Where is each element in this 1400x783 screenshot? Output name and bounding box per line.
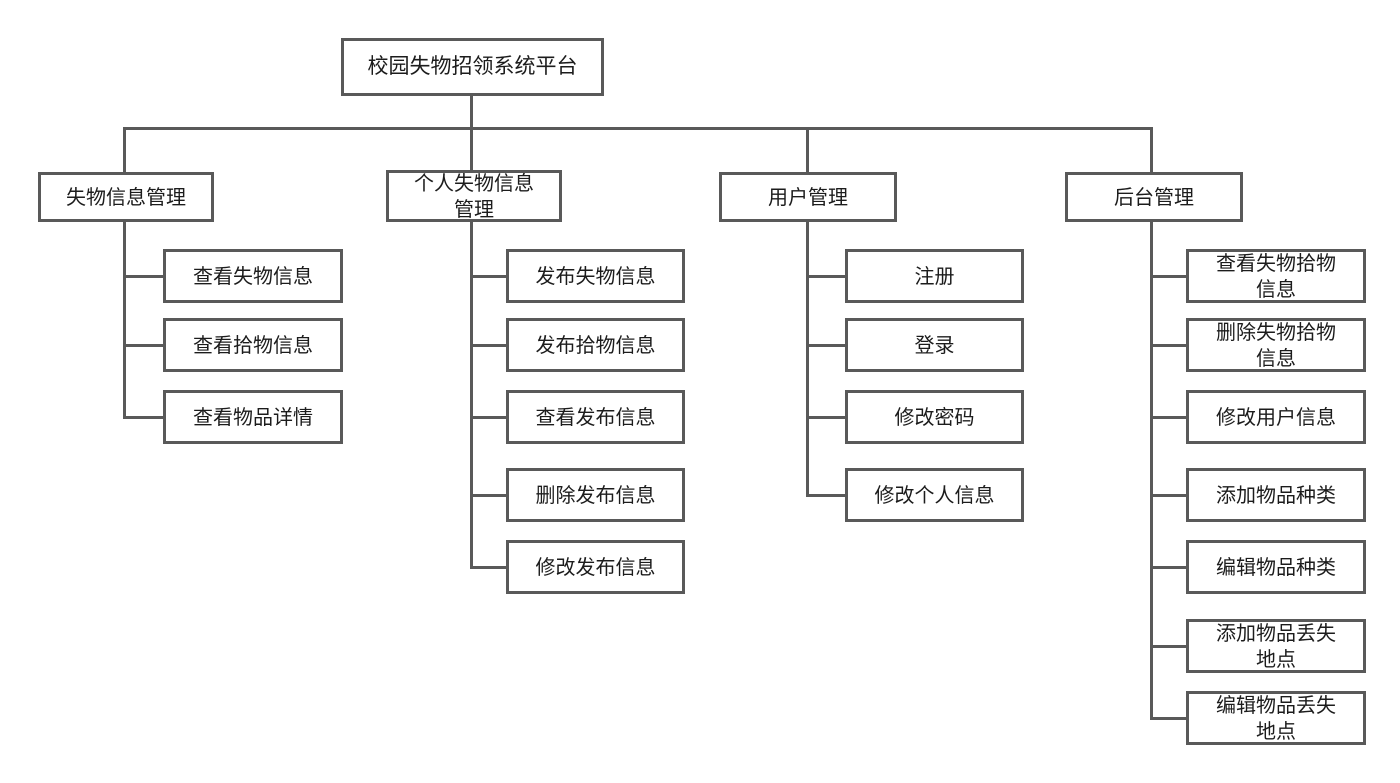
child-label: 删除发布信息 [535, 483, 656, 507]
child-label: 查看失物信息 [193, 264, 313, 288]
connector-stub-b2-r3 [470, 416, 506, 419]
connector-stub-b3-r2 [806, 344, 845, 347]
connector-trunk-branch3 [806, 221, 809, 497]
branch-node-personal-lost-info-management: 个人失物信息 管理 [386, 170, 562, 222]
connector-stub-b2-r1 [470, 275, 506, 278]
child-node-change-password: 修改密码 [845, 390, 1024, 444]
connector-drop-branch2 [470, 127, 473, 170]
child-label: 添加物品种类 [1216, 483, 1336, 507]
child-label: 注册 [914, 264, 955, 288]
child-node-view-published-info: 查看发布信息 [506, 390, 685, 444]
child-label: 发布失物信息 [535, 264, 656, 288]
child-node-view-lost-found-info: 查看失物拾物 信息 [1186, 249, 1366, 303]
child-node-publish-found-info: 发布拾物信息 [506, 318, 685, 372]
child-node-edit-item-category: 编辑物品种类 [1186, 540, 1366, 594]
root-node-label: 校园失物招领系统平台 [367, 54, 578, 79]
child-node-login: 登录 [845, 318, 1024, 372]
child-node-register: 注册 [845, 249, 1024, 303]
child-node-edit-user-info: 修改用户信息 [1186, 390, 1366, 444]
connector-stub-b3-r1 [806, 275, 845, 278]
child-node-view-item-details: 查看物品详情 [163, 390, 343, 444]
child-node-view-lost-info: 查看失物信息 [163, 249, 343, 303]
connector-stub-b1-r2 [123, 344, 163, 347]
connector-stub-b4-r2 [1150, 344, 1186, 347]
connector-trunk-branch4 [1150, 221, 1153, 720]
child-node-publish-lost-info: 发布失物信息 [506, 249, 685, 303]
connector-stub-b3-r4 [806, 494, 845, 497]
child-label: 添加物品丢失 地点 [1216, 621, 1336, 671]
child-label: 发布拾物信息 [535, 333, 656, 357]
child-node-add-item-category: 添加物品种类 [1186, 468, 1366, 522]
child-label: 登录 [914, 333, 955, 357]
branch-label: 用户管理 [768, 185, 848, 209]
connector-stub-b4-r6 [1150, 645, 1186, 648]
child-node-add-lost-location: 添加物品丢失 地点 [1186, 619, 1366, 673]
child-label: 删除失物拾物 信息 [1216, 320, 1336, 370]
connector-drop-branch3 [806, 127, 809, 172]
child-label: 查看物品详情 [193, 405, 313, 429]
child-node-delete-published-info: 删除发布信息 [506, 468, 685, 522]
connector-stub-b2-r5 [470, 566, 506, 569]
branch-node-admin-management: 后台管理 [1065, 172, 1243, 222]
branch-node-lost-info-management: 失物信息管理 [38, 172, 214, 222]
connector-drop-branch1 [123, 127, 126, 172]
branch-label: 个人失物信息 管理 [414, 171, 534, 221]
connector-stub-b3-r3 [806, 416, 845, 419]
connector-stub-b4-r1 [1150, 275, 1186, 278]
connector-drop-branch4 [1150, 127, 1153, 172]
connector-stub-b4-r7 [1150, 717, 1186, 720]
connector-stub-b2-r4 [470, 494, 506, 497]
connector-trunk-branch2 [470, 221, 473, 569]
connector-stub-b4-r3 [1150, 416, 1186, 419]
branch-node-user-management: 用户管理 [719, 172, 897, 222]
child-node-delete-lost-found-info: 删除失物拾物 信息 [1186, 318, 1366, 372]
connector-stub-b1-r1 [123, 275, 163, 278]
connector-stub-b4-r4 [1150, 494, 1186, 497]
child-label: 查看拾物信息 [193, 333, 313, 357]
connector-trunk-branch1 [123, 221, 126, 419]
child-node-edit-lost-location: 编辑物品丢失 地点 [1186, 691, 1366, 745]
connector-root-drop [470, 96, 473, 130]
child-label: 编辑物品种类 [1216, 555, 1336, 579]
branch-label: 失物信息管理 [66, 185, 186, 209]
child-label: 修改用户信息 [1216, 405, 1336, 429]
child-label: 修改个人信息 [874, 483, 995, 507]
root-node-campus-lost-found-platform: 校园失物招领系统平台 [341, 38, 604, 96]
connector-stub-b4-r5 [1150, 566, 1186, 569]
branch-label: 后台管理 [1114, 185, 1194, 209]
connector-stub-b1-r3 [123, 416, 163, 419]
child-node-edit-personal-info: 修改个人信息 [845, 468, 1024, 522]
child-label: 查看发布信息 [535, 405, 656, 429]
child-label: 修改密码 [894, 405, 975, 429]
child-label: 修改发布信息 [535, 555, 656, 579]
connector-bus [123, 127, 1153, 130]
child-label: 编辑物品丢失 地点 [1216, 693, 1336, 743]
connector-stub-b2-r2 [470, 344, 506, 347]
child-node-edit-published-info: 修改发布信息 [506, 540, 685, 594]
child-label: 查看失物拾物 信息 [1216, 251, 1336, 301]
child-node-view-found-info: 查看拾物信息 [163, 318, 343, 372]
